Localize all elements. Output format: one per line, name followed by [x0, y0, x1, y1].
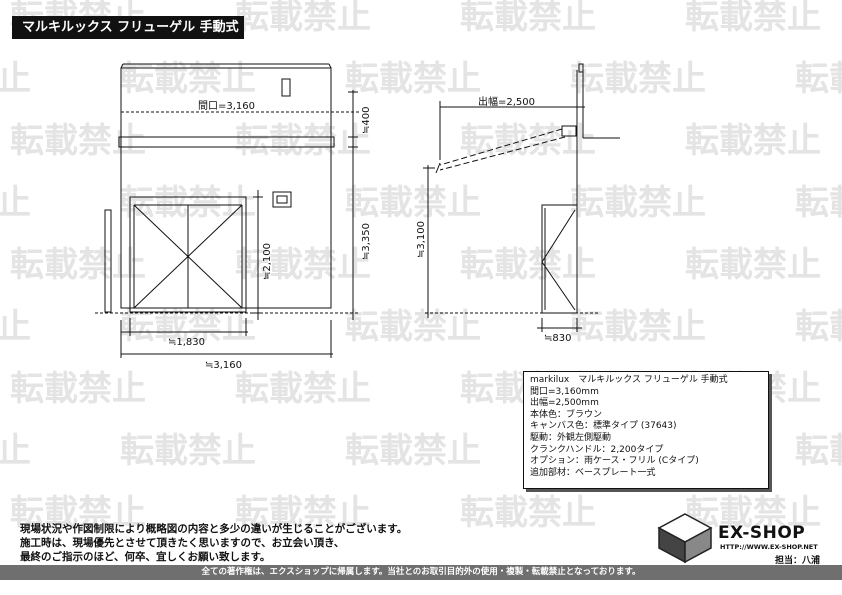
dim-side-door-width: ≒830	[544, 333, 571, 344]
watermark-text: 転載禁止	[0, 307, 31, 347]
watermark-text: 転載禁止	[10, 493, 146, 533]
spec-line: 追加部材：ベースプレート一式	[530, 467, 656, 478]
note-line: 現場状況や作図制限により概略図の内容と多少の違いが生じることがございます。	[20, 523, 408, 535]
brand-url: HTTP://WWW.EX-SHOP.NET	[720, 543, 818, 551]
watermark-text: 転載禁止	[10, 121, 146, 161]
spec-line: クランクハンドル：2,200タイプ	[530, 444, 664, 455]
dim-door-width: ≒1,830	[168, 337, 205, 348]
watermark-text: 転載禁止	[795, 431, 842, 471]
spec-line: キャンバス色：標準タイプ (37643)	[530, 421, 677, 432]
spec-line: オプション：雨ケース・フリル (Cタイプ)	[530, 456, 699, 467]
dim-door-height: ≒2,100	[262, 243, 273, 280]
watermark-text: 転載禁止	[10, 245, 146, 285]
watermark-text: 転載禁止	[120, 307, 256, 347]
dim-projection: 出幅=2,500	[478, 95, 535, 108]
watermark-text: 転載禁止	[235, 0, 371, 37]
drawing-title: マルキルックス フリューゲル 手動式	[12, 16, 244, 39]
spec-line: 本体色：ブラウン	[530, 409, 603, 420]
watermark-text: 転載禁止	[0, 431, 31, 471]
note-line: 最終のご指示のほど、何卒、宜しくお願い致します。	[20, 551, 271, 563]
side-view: 出幅=2,500 ≒3,100 ≒830	[416, 63, 620, 344]
dim-front-top: 間口=3,160	[198, 100, 255, 112]
watermark-text: 転載禁止	[120, 431, 256, 471]
spec-line: 間口=3,160mm	[530, 386, 599, 397]
watermark-text: 転載禁止	[235, 121, 371, 161]
spec-line: 駆動：外観左側駆動	[530, 432, 612, 443]
watermark-text: 転載禁止	[460, 0, 596, 37]
dim-overall-height: ≒3,350	[361, 223, 372, 260]
watermark-text: 転載禁止	[0, 59, 31, 99]
watermark-text: 転載禁止	[345, 183, 481, 223]
watermark-text: 転載禁止	[345, 431, 481, 471]
watermark-text: 転載禁止	[685, 121, 821, 161]
ex-shop-logo-icon	[657, 513, 713, 564]
watermark-text: 転載禁止	[0, 183, 31, 223]
watermark-text: 転載禁止	[235, 493, 371, 533]
notes: 現場状況や作図制限により概略図の内容と多少の違いが生じることがございます。 施工…	[20, 522, 407, 564]
brand-name: EX-SHOP	[718, 523, 806, 543]
note-line: 施工時は、現場優先とさせて頂きたく思いますので、お立会い頂き、	[20, 537, 345, 549]
copyright-footer: 全ての著作権は、エクスショップに帰属します。当社とのお取引目的外の使用・複製・転…	[0, 565, 842, 580]
watermark-text: 転載禁止	[570, 59, 706, 99]
watermark-text: 転載禁止	[570, 307, 706, 347]
watermark-text: 転載禁止	[235, 369, 371, 409]
spec-box: markilux マルキルックス フリューゲル 手動式 間口=3,160mm 出…	[523, 371, 769, 489]
watermark-text: 転載禁止	[685, 245, 821, 285]
dim-side-height: ≒3,100	[416, 221, 427, 258]
watermark-text: 転載禁止	[685, 0, 821, 37]
watermark-text: 転載禁止	[345, 59, 481, 99]
watermark-text: 転載禁止	[460, 245, 596, 285]
front-view: 間口=3,160 ≒400 ≒3,350 ≒2,100 ≒1,830 ≒3,16…	[95, 63, 372, 371]
spec-line: 出幅=2,500mm	[530, 398, 599, 409]
watermark-text: 転載禁止	[120, 59, 256, 99]
watermark-text: 転載禁止	[570, 183, 706, 223]
dim-awning-height: ≒400	[361, 107, 372, 134]
watermark-text: 転載禁止	[460, 121, 596, 161]
watermark-text: 転載禁止	[460, 493, 596, 533]
watermark-text: 転載禁止	[795, 307, 842, 347]
watermark-text: 転載禁止	[345, 307, 481, 347]
spec-line: markilux マルキルックス フリューゲル 手動式	[530, 375, 728, 385]
watermark-text: 転載禁止	[795, 183, 842, 223]
watermark-text: 転載禁止	[10, 369, 146, 409]
dim-overall-width: ≒3,160	[205, 360, 242, 371]
watermark-text: 転載禁止	[795, 59, 842, 99]
staff-label: 担当：八浦	[775, 556, 821, 566]
